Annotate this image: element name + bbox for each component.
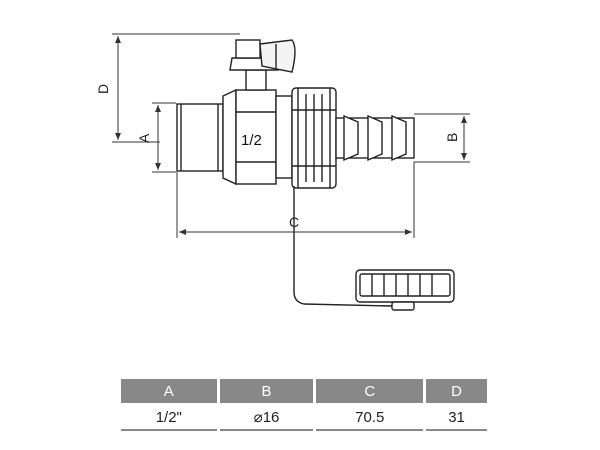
drain-cap [355, 269, 455, 311]
dimensions-table: A B C D 1/2" ⌀16 70.5 31 [118, 379, 490, 431]
value-b: ⌀16 [219, 403, 314, 431]
size-marking: 1/2 [241, 132, 262, 149]
dimension-a [152, 102, 176, 173]
header-b: B [219, 379, 314, 403]
valve-technical-drawing: D A B C 1/2 [95, 33, 470, 311]
union-nut [291, 87, 337, 189]
value-c: 70.5 [316, 403, 424, 431]
header-a: A [121, 379, 217, 403]
hex-nut [222, 88, 277, 186]
dimension-b-label: B [444, 133, 460, 142]
male-thread-end [176, 103, 224, 172]
dimension-d-label: D [95, 84, 111, 94]
value-d: 31 [426, 403, 487, 431]
dimension-a-label: A [136, 133, 152, 143]
table-row: 1/2" ⌀16 70.5 31 [121, 403, 487, 431]
handle [229, 39, 296, 91]
dimension-c [176, 162, 415, 238]
value-a: 1/2" [121, 403, 217, 431]
tether-cord [293, 186, 393, 307]
dimension-b [414, 113, 470, 163]
valve-body: 1/2 [176, 39, 415, 189]
hose-barb [335, 114, 415, 162]
dimension-d [112, 33, 240, 143]
table-header-row: A B C D [121, 379, 487, 403]
header-c: C [316, 379, 424, 403]
header-d: D [426, 379, 487, 403]
